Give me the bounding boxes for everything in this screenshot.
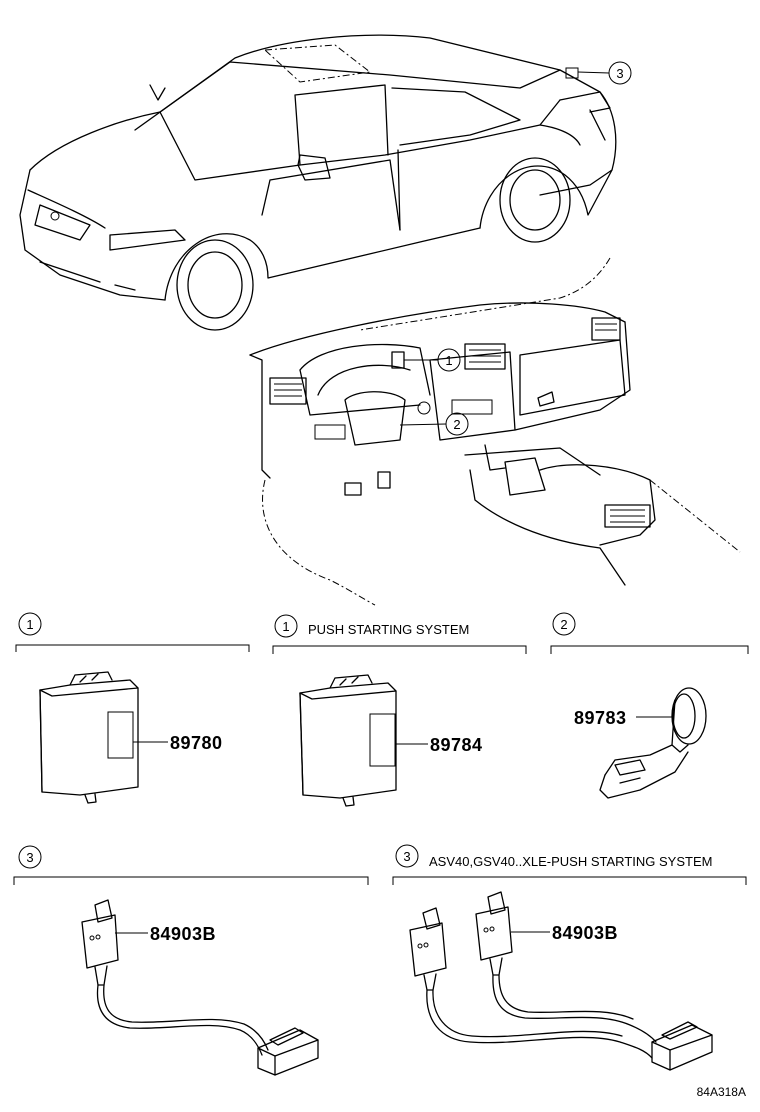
harness-84903B-b-drawing <box>409 891 713 1071</box>
callout-3-label: 3 <box>616 66 623 81</box>
switch-89783-drawing <box>599 687 707 799</box>
ecu-89784-drawing <box>299 674 397 807</box>
car-illustration <box>19 34 617 331</box>
section-89780: 1 89780 <box>15 612 250 804</box>
callout-2-dash: 2 <box>399 412 469 436</box>
harness-84903B-drawing <box>81 899 319 1076</box>
section-bracket <box>13 876 369 885</box>
part-number: 84903B <box>552 923 618 943</box>
callout-1-label: 1 <box>445 353 452 368</box>
section-ref: 1 <box>282 619 289 634</box>
section-89784: 1 PUSH STARTING SYSTEM 89784 <box>272 614 527 807</box>
section-bracket <box>550 645 749 654</box>
callout-2-label: 2 <box>453 417 460 432</box>
section-ref: 1 <box>26 617 33 632</box>
section-84903B-a: 3 84903B <box>13 845 369 1076</box>
section-ref: 3 <box>26 850 33 865</box>
ecu-89780-drawing <box>39 671 139 804</box>
section-bracket <box>392 876 747 885</box>
section-bracket <box>15 644 250 652</box>
section-caption: PUSH STARTING SYSTEM <box>308 622 469 637</box>
callout-1-dash: 1 <box>404 348 461 372</box>
section-ref: 2 <box>560 617 567 632</box>
section-ref: 3 <box>403 849 410 864</box>
callout-3-car: 3 <box>577 61 632 85</box>
section-caption: ASV40,GSV40..XLE-PUSH STARTING SYSTEM <box>429 854 712 869</box>
diagram-code: 84A318A <box>697 1085 746 1099</box>
part-number: 89783 <box>574 708 627 728</box>
part-number: 84903B <box>150 924 216 944</box>
dashboard-illustration <box>249 257 741 606</box>
section-84903B-b: 3 ASV40,GSV40..XLE-PUSH STARTING SYSTEM <box>392 844 747 1071</box>
section-bracket <box>272 645 527 654</box>
section-89783: 2 89783 <box>550 612 749 799</box>
part-number: 89780 <box>170 733 223 753</box>
part-number: 89784 <box>430 735 483 755</box>
